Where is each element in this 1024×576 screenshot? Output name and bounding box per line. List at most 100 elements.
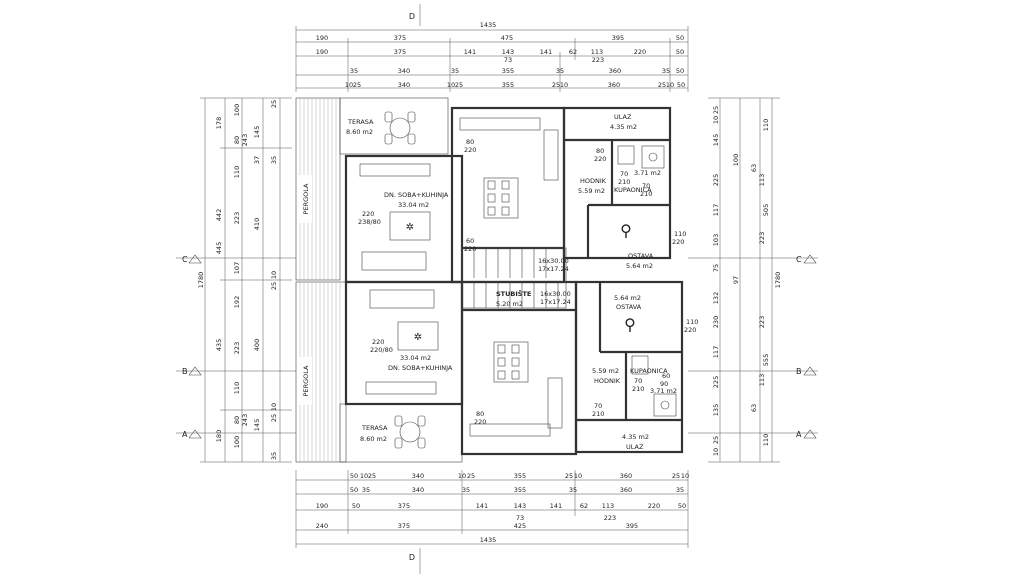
top-dim: 360 [609,67,621,75]
ostava-bottom-area: 5.64 m2 [614,294,641,302]
top-dim: 340 [398,67,410,75]
bottom-dim: 35 [676,486,684,494]
bottom-dim: 10 [574,472,582,480]
hodnik-bottom-area: 5.59 m2 [592,367,619,375]
bottom-dim: 113 [602,502,614,510]
opening-label: 110 [686,318,698,326]
left-dim: 37 [253,156,261,164]
right-dim: 505 [762,204,770,216]
opening-label: 90 [660,380,668,388]
kupaonica-top-name: KUPAONICA [614,186,652,194]
section-mark-c-right: C [796,255,802,264]
bicycle-icon: ⚲ [620,221,632,240]
left-dim-sub: 243 [241,414,249,426]
left-dim: 145 [253,419,261,431]
staircase [461,247,567,309]
stubiste-area: 5.20 m2 [496,300,523,308]
bottom-dim: 50 [352,502,360,510]
section-mark-b-left: B [182,367,188,376]
ulaz-top-area: 4.35 m2 [610,123,637,131]
left-dim: 10 [270,403,278,411]
bottom-dim: 25 [368,472,376,480]
top-dim: 25 [552,81,560,89]
opening-label: 220 [474,418,486,426]
opening-label: 220 [362,210,374,218]
bottom-dim: 10 [360,472,368,480]
left-dim: 35 [270,452,278,460]
right-dimension-chains: 1780 25 10 145 225 117 103 75 132 230 11… [708,97,782,463]
bottom-dim: 360 [620,486,632,494]
bottom-dim: 50 [350,486,358,494]
terrace-table-top [384,111,416,145]
opening-label: 80 [476,410,484,418]
left-dim: 35 [270,156,278,164]
right-dim: 113 [758,174,766,186]
right-dim: 10 [712,116,720,124]
top-dim: 10 [447,81,455,89]
section-marks: C B A C B A [176,254,818,439]
top-dim: 113 [591,48,603,56]
opening-label: 80 [596,147,604,155]
opening-label: 70 [642,182,650,190]
furniture: ✲ ✲ [359,111,677,449]
top-dim: 62 [569,48,577,56]
left-dim: 192 [233,296,241,308]
right-dim: 25 [712,106,720,114]
ulaz-top-name: ULAZ [614,113,632,121]
left-dim-sub: 243 [241,134,249,146]
left-dim: 223 [233,342,241,354]
top-dim: 340 [398,81,410,89]
top-dim-total: 1435 [480,21,497,29]
right-dim: 10 [712,448,720,456]
bottom-dim-sub: 223 [604,514,616,522]
top-dim: 375 [394,34,406,42]
top-dim: 50 [676,67,684,75]
kupaonica-bottom-name: KUPAONICA [630,367,668,375]
left-dim: 25 [270,100,278,108]
right-dim: 117 [712,346,720,358]
top-dim: 35 [350,67,358,75]
right-dim: 555 [762,354,770,366]
top-dim: 50 [677,81,685,89]
dining-table-top [483,177,519,219]
right-dim: 113 [758,374,766,386]
opening-labels: 80 220 220 238/80 60 220 80 220 70 210 7… [358,138,698,426]
right-dim: 97 [732,276,740,284]
top-dim: 355 [502,67,514,75]
top-dim: 375 [394,48,406,56]
opening-label: 220 [594,155,606,163]
right-dim: 132 [712,292,720,304]
building-walls [339,97,684,463]
ulaz-bottom-name: ULAZ [626,443,644,451]
bottom-dim: 62 [580,502,588,510]
top-dim: 10 [560,81,568,89]
bottom-dimension-chains: 50 10 25 340 10 25 355 25 10 360 25 10 5… [295,470,689,548]
bottom-dim: 141 [550,502,562,510]
opening-label: 220 [464,245,476,253]
top-dim: 10 [345,81,353,89]
top-dim: 143 [502,48,514,56]
right-dim: 230 [712,316,720,328]
left-dim: 25 [270,282,278,290]
left-dim: 178 [215,117,223,129]
left-dim: 410 [253,218,261,230]
opening-label: 238/80 [358,218,381,226]
bottom-dim: 10 [458,472,466,480]
right-dim: 100 [732,154,740,166]
opening-label: 220 [464,146,476,154]
top-dim: 141 [540,48,552,56]
right-dim: 63 [750,164,758,172]
left-dim: 145 [253,126,261,138]
terasa-bottom-name: TERASA [361,424,388,432]
bottom-dim: 375 [398,502,410,510]
opening-label: 110 [674,230,686,238]
bottom-dim: 220 [648,502,660,510]
left-dim: 80 [233,136,241,144]
section-mark-a-right: A [796,430,802,439]
section-mark-label: D [409,12,415,21]
top-dim-sub: 73 [504,56,512,64]
right-dim: 110 [762,434,770,446]
left-dim: 107 [233,262,241,274]
right-dim: 223 [758,316,766,328]
bottom-dim: 10 [681,472,689,480]
